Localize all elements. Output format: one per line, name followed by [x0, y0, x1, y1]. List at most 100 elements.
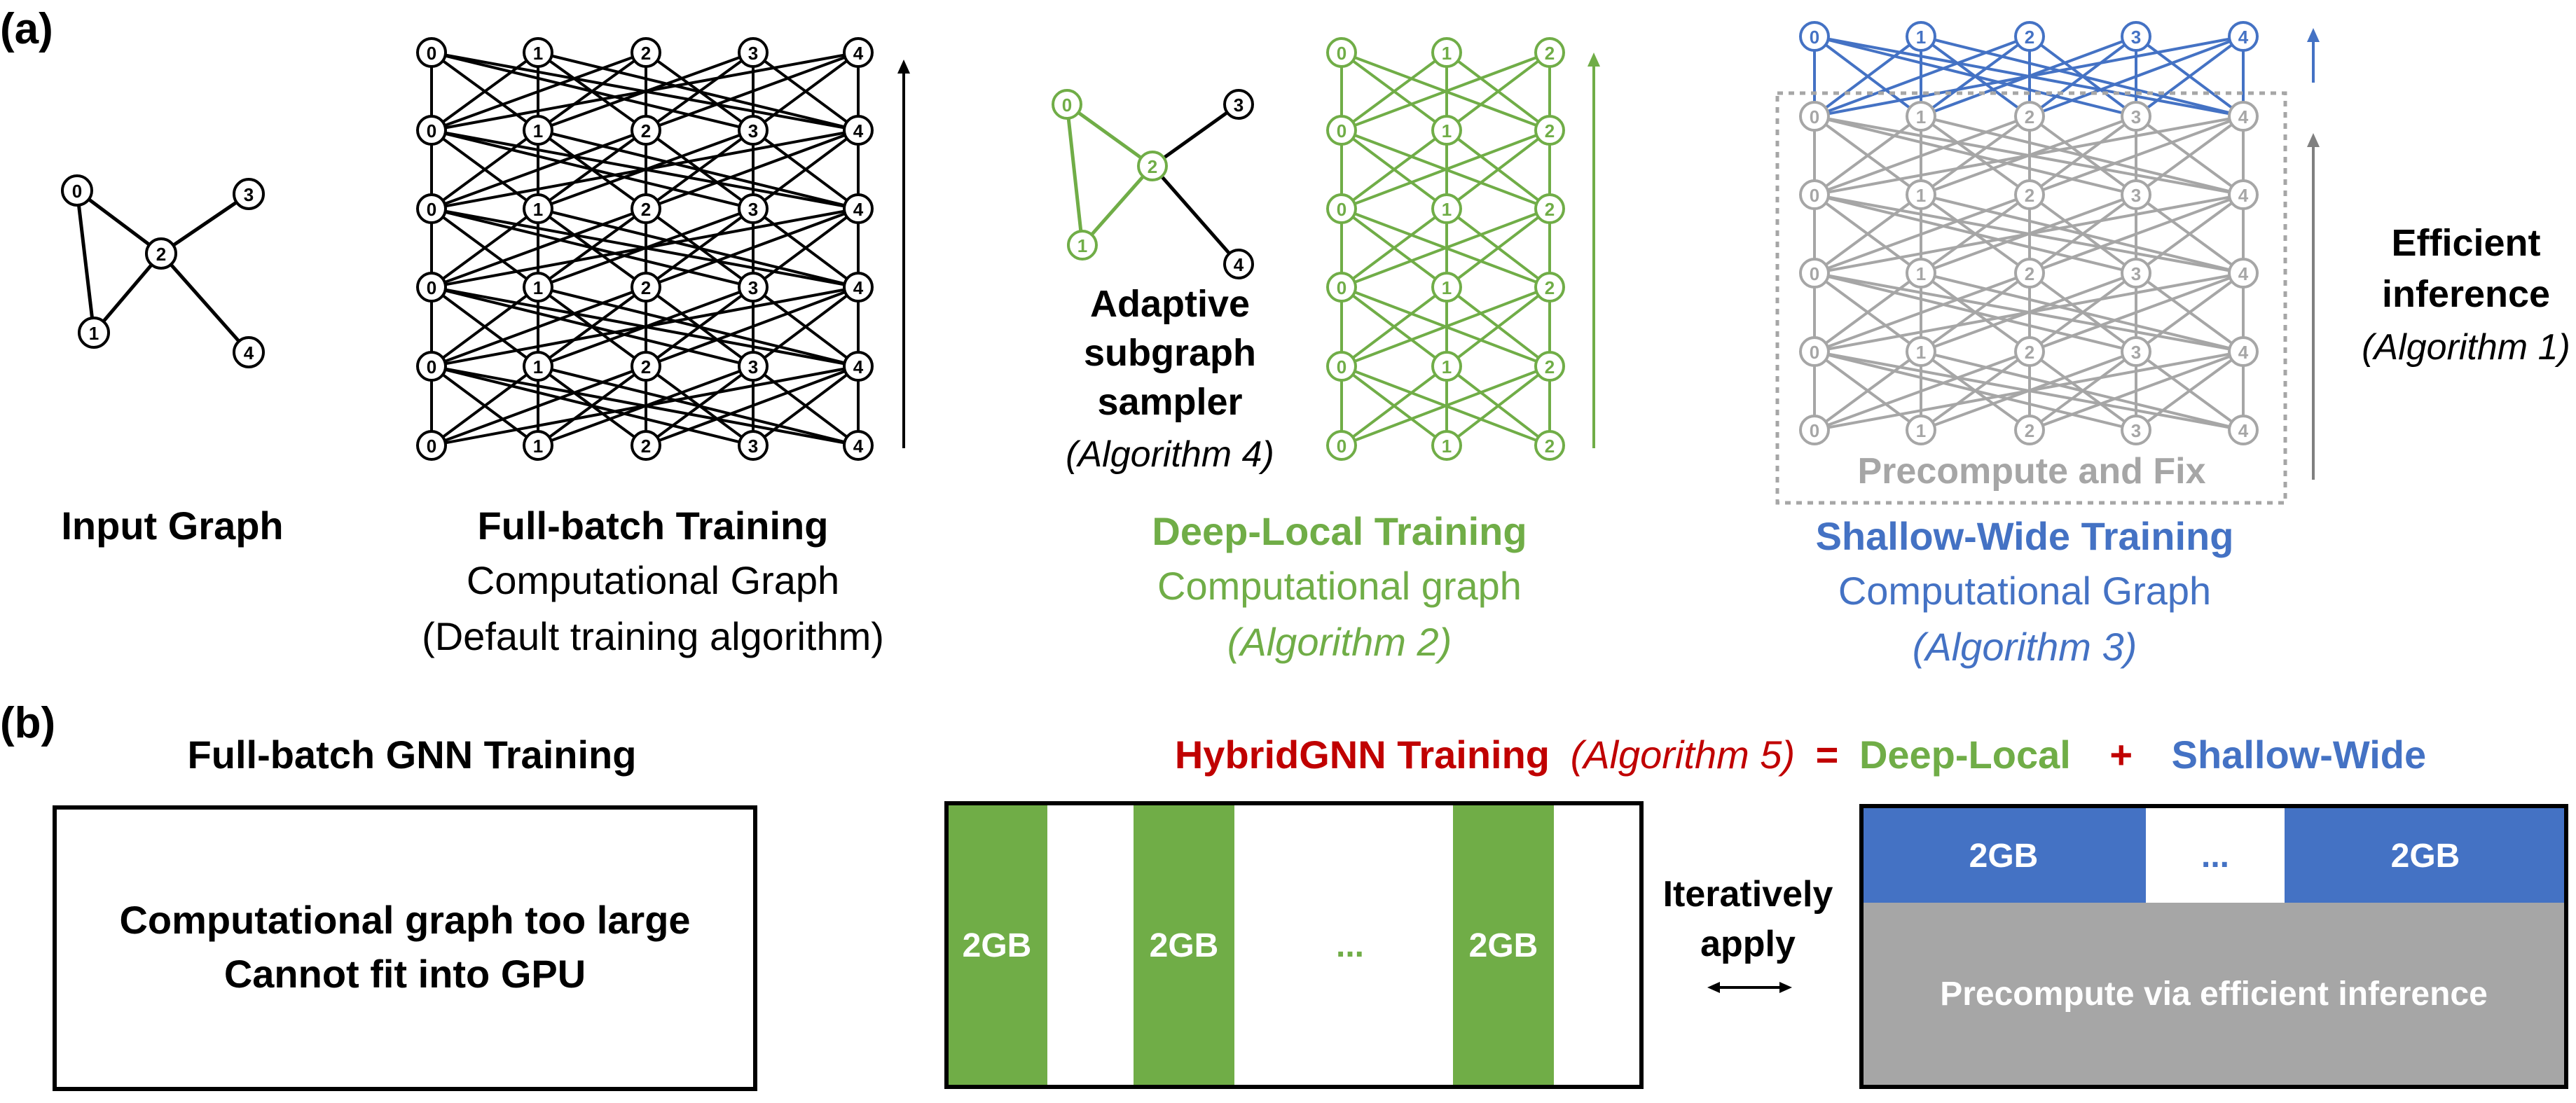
svg-text:4: 4 [853, 199, 864, 220]
shallow-wide-node-L3-0: 0 [1799, 258, 1830, 289]
iterate-arrowhead-right [1779, 982, 1792, 993]
full-batch-edge [752, 286, 860, 368]
svg-text:2: 2 [1545, 120, 1555, 141]
full-batch-edge [537, 129, 859, 210]
shallow-wide-node-L3-2: 2 [2014, 258, 2045, 289]
svg-text:1: 1 [1077, 235, 1087, 256]
svg-text:2: 2 [2025, 420, 2034, 441]
svg-text:4: 4 [853, 43, 864, 64]
shallow-wide-node-L4-2: 2 [2014, 336, 2045, 367]
svg-text:0: 0 [1810, 263, 1819, 284]
svg-text:2: 2 [1148, 156, 1157, 177]
svg-text:1: 1 [533, 277, 543, 298]
full-batch-node-L5-1: 1 [523, 430, 553, 461]
subgraph-node-2: 2 [1137, 151, 1168, 181]
svg-text:1: 1 [1442, 436, 1452, 457]
svg-text:1: 1 [1916, 420, 1926, 441]
trainable-edge [1920, 35, 2244, 118]
precompute-box-label: Precompute and Fix [1858, 451, 2206, 492]
input-graph-edge [92, 252, 163, 334]
svg-text:4: 4 [2238, 342, 2249, 363]
full-batch-edge [537, 207, 859, 289]
trainable-edge [1814, 35, 2137, 118]
efficient-inference-line2: inference [2382, 273, 2550, 315]
hybrid-title-name: HybridGNN Training [1175, 733, 1550, 777]
svg-text:3: 3 [748, 277, 758, 298]
svg-text:0: 0 [1337, 120, 1346, 141]
full-batch-node-L4-1: 1 [523, 351, 553, 382]
subgraph-edge [1151, 165, 1240, 265]
sampler-algorithm: (Algorithm 4) [1066, 434, 1274, 475]
iterate-line2: apply [1700, 924, 1796, 964]
deep-local-node-L4-0: 0 [1326, 351, 1357, 382]
svg-text:2: 2 [1545, 199, 1555, 220]
precomputed-edge [1814, 115, 2137, 196]
deep-local-note: (Algorithm 2) [1227, 620, 1452, 664]
full-batch-node-L4-4: 4 [843, 351, 874, 382]
precompute-bar-label: Precompute via efficient inference [1940, 976, 2488, 1013]
shallow-wide-block-1 [1861, 806, 2146, 903]
deep-local-node-L0-0: 0 [1326, 37, 1357, 68]
deep-local-edge [1341, 365, 1550, 447]
precomputed-edge [1814, 350, 2137, 431]
svg-text:2: 2 [641, 436, 651, 457]
full-batch-edge [431, 129, 859, 210]
svg-text:0: 0 [1810, 27, 1819, 48]
svg-text:3: 3 [748, 199, 758, 220]
svg-text:1: 1 [1916, 342, 1926, 363]
shallow-wide-node-L0-3: 3 [2121, 21, 2151, 52]
input-graph-node-0: 0 [61, 174, 93, 207]
subgraph-edge [1151, 102, 1240, 168]
full-batch-node-L0-0: 0 [416, 37, 447, 68]
full-batch-node-L5-4: 4 [843, 430, 874, 461]
svg-text:1: 1 [1916, 106, 1926, 127]
input-graph-title: Input Graph [61, 504, 283, 548]
shallow-wide-node-L5-2: 2 [2014, 415, 2045, 445]
deep-local-edge [1340, 286, 1448, 368]
svg-text:4: 4 [853, 120, 864, 141]
deep-local-node-L4-2: 2 [1534, 351, 1565, 382]
svg-text:1: 1 [1442, 120, 1452, 141]
shallow-wide-node-L4-4: 4 [2228, 336, 2259, 367]
svg-text:2: 2 [1545, 436, 1555, 457]
precomputed-edge [2135, 272, 2245, 353]
deep-local-node-L0-1: 1 [1431, 37, 1462, 68]
full-batch-edge [752, 207, 860, 289]
shallow-wide-node-L2-3: 3 [2121, 179, 2151, 210]
svg-text:1: 1 [1442, 277, 1452, 298]
full-batch-gnn-title: Full-batch GNN Training [188, 733, 637, 777]
full-batch-edge [537, 365, 859, 447]
subgraph-node-1: 1 [1067, 230, 1098, 261]
shallow-wide-memory-box-outline [1859, 804, 2568, 1089]
precomputed-edge [1920, 193, 2244, 275]
svg-text:2: 2 [2025, 106, 2034, 127]
precomputed-edge [1920, 272, 2244, 353]
full-batch-subtitle: Computational Graph [467, 558, 839, 602]
full-batch-node-L3-2: 2 [631, 272, 661, 303]
full-batch-edge [752, 51, 860, 132]
svg-text:0: 0 [1062, 95, 1072, 116]
svg-text:1: 1 [1442, 43, 1452, 64]
deep-local-node-L5-1: 1 [1431, 430, 1462, 461]
full-batch-edge [430, 207, 539, 289]
svg-text:2: 2 [641, 120, 651, 141]
precomputed-edge [1814, 272, 2137, 353]
shallow-wide-node-L1-4: 4 [2228, 101, 2259, 132]
deep-local-edge [1341, 286, 1550, 368]
subgraph-edge [1065, 104, 1084, 246]
full-batch-edge [431, 207, 754, 289]
deep-local-node-L2-2: 2 [1534, 193, 1565, 224]
svg-text:4: 4 [853, 356, 864, 377]
deep-local-arrowhead [1587, 53, 1600, 67]
full-batch-node-L4-2: 2 [631, 351, 661, 382]
svg-text:0: 0 [1337, 436, 1346, 457]
full-batch-node-L0-1: 1 [523, 37, 553, 68]
deep-local-node-L1-1: 1 [1431, 115, 1462, 146]
svg-text:4: 4 [2238, 263, 2249, 284]
shallow-wide-node-L5-1: 1 [1906, 415, 1936, 445]
